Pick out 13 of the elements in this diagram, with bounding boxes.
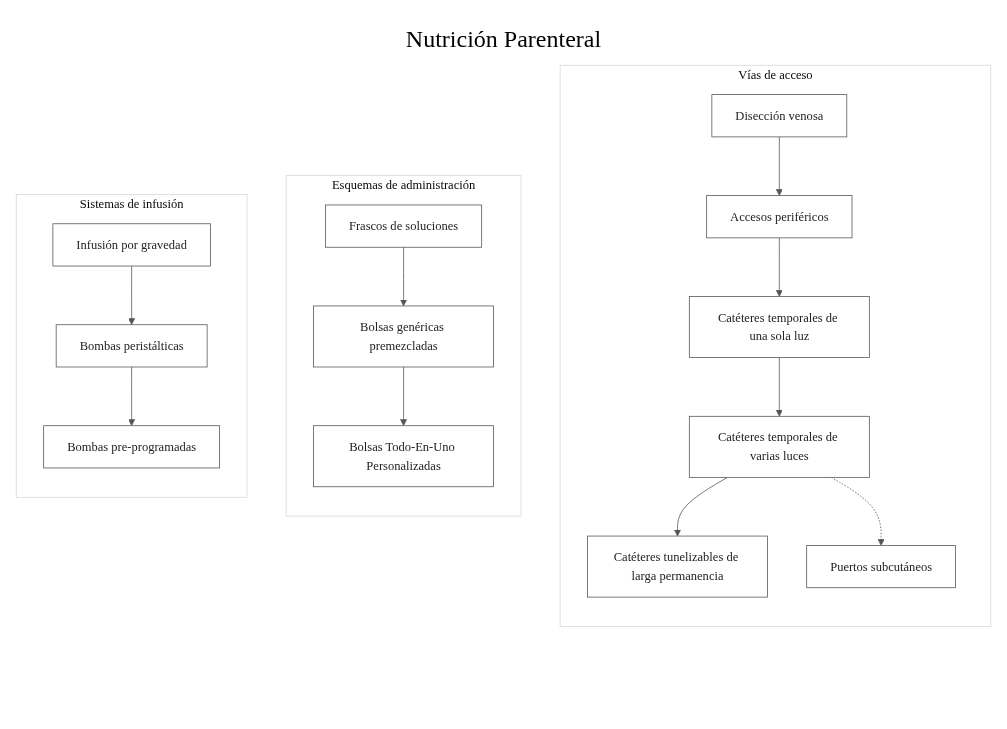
node-box: Bolsas Todo-En-Uno Personalizadas bbox=[313, 425, 494, 488]
node-box: Catéteres temporales de una sola luz bbox=[688, 296, 870, 358]
node-box: Catéteres temporales de varias luces bbox=[688, 415, 870, 478]
node-box: Frascos de soluciones bbox=[325, 204, 483, 248]
node-box: Bombas pre-programadas bbox=[43, 425, 221, 469]
node-box: Accesos periféricos bbox=[706, 195, 853, 239]
node-box: Puertos subcutáneos bbox=[806, 545, 956, 589]
node-box: Disección venosa bbox=[711, 94, 848, 138]
node-box: Infusión por gravedad bbox=[52, 223, 211, 267]
node-box: Catéteres tunelizables de larga permanencia bbox=[587, 535, 768, 598]
diagram-title: Nutrición Parenteral bbox=[405, 26, 602, 53]
node-box: Bombas peristálticas bbox=[55, 324, 208, 368]
node-box: Bolsas genéricas premezcladas bbox=[313, 305, 494, 368]
